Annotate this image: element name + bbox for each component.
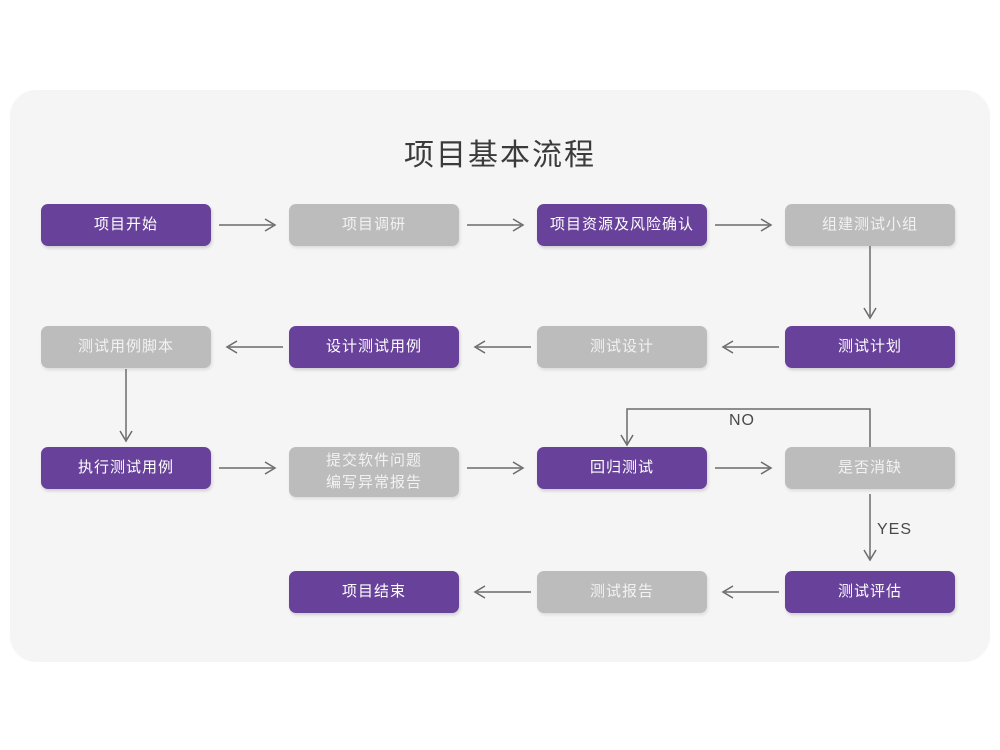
loop-label-yes: YES: [877, 521, 913, 538]
node-execute-test-case[interactable]: 执行测试用例: [41, 447, 211, 489]
node-regression-test[interactable]: 回归测试: [537, 447, 707, 489]
node-test-design[interactable]: 测试设计: [537, 326, 707, 368]
loop-label-no: NO: [729, 412, 755, 429]
node-project-start[interactable]: 项目开始: [41, 204, 211, 246]
node-resource-risk-confirm[interactable]: 项目资源及风险确认: [537, 204, 707, 246]
node-build-test-team[interactable]: 组建测试小组: [785, 204, 955, 246]
node-design-test-case[interactable]: 设计测试用例: [289, 326, 459, 368]
node-project-research[interactable]: 项目调研: [289, 204, 459, 246]
node-submit-issue-report[interactable]: 提交软件问题 编写异常报告: [289, 447, 459, 497]
node-test-evaluation[interactable]: 测试评估: [785, 571, 955, 613]
node-defect-cleared[interactable]: 是否消缺: [785, 447, 955, 489]
page-title: 项目基本流程: [404, 139, 596, 172]
node-test-report[interactable]: 测试报告: [537, 571, 707, 613]
node-project-end[interactable]: 项目结束: [289, 571, 459, 613]
node-test-plan[interactable]: 测试计划: [785, 326, 955, 368]
node-test-case-script[interactable]: 测试用例脚本: [41, 326, 211, 368]
flowchart-card: [10, 90, 990, 662]
